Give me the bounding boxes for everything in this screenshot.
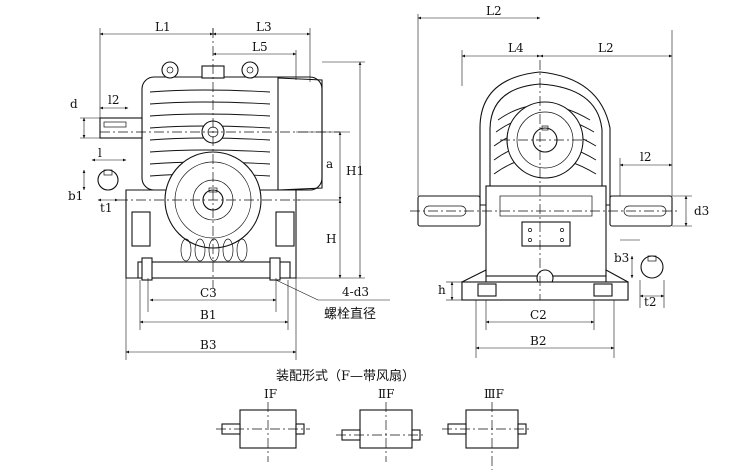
dim-d: d (70, 97, 78, 111)
dim-L3: L3 (256, 20, 272, 34)
fan-cover (277, 77, 323, 191)
base-plate (137, 261, 291, 279)
assembly-form-label-3: ⅢF (484, 387, 504, 401)
assembly-form-label-1: ⅠF (264, 387, 277, 401)
dim-L5: L5 (252, 40, 268, 54)
bolt-count-label: 4-d3 (342, 285, 369, 299)
assembly-form-3F: ⅢF (442, 387, 532, 470)
dim-b3: b3 (614, 251, 629, 265)
name-plate (521, 221, 571, 247)
dim-H: H (326, 232, 336, 246)
dim-t2: t2 (644, 295, 656, 309)
dim-l: l (98, 146, 102, 160)
assembly-title: 装配形式（F—带风扇） (276, 368, 415, 384)
dim-t1: t1 (100, 201, 112, 215)
right-boss (275, 211, 295, 247)
dim-L2: L2 (598, 41, 614, 55)
body-ribs (180, 238, 248, 262)
dim-C3: C3 (200, 286, 217, 300)
dim-L1: L1 (155, 20, 171, 34)
dim-B3: B3 (200, 338, 216, 352)
dim-H1: H1 (346, 164, 364, 178)
assembly-form-2F: ⅡF (336, 387, 426, 462)
input-shaft (99, 117, 143, 139)
dim-l2-front: l2 (108, 93, 119, 107)
assembly-form-label-2: ⅡF (378, 387, 394, 401)
lifting-eye-right (241, 61, 259, 79)
key-section-left (97, 169, 119, 191)
side-view: L2 L4 L2 l2 d3 b3 t2 h C2 B2 (410, 4, 709, 358)
dim-C2: C2 (530, 308, 547, 322)
left-boss (131, 211, 151, 247)
dim-B1: B1 (200, 308, 216, 322)
dim-b1: b1 (68, 189, 83, 203)
side-base (461, 281, 629, 301)
dim-l2-side: l2 (640, 150, 651, 164)
dim-L4: L4 (508, 41, 524, 55)
lifting-eye-left (161, 61, 179, 79)
assembly-form-1F: ⅠF (216, 387, 310, 462)
bolt-diameter-label: 螺栓直径 (324, 307, 376, 322)
front-view: L1 L3 L5 l2 d l b1 t1 a H H1 C3 B1 B3 4-… (68, 20, 390, 360)
dim-d3: d3 (694, 204, 709, 218)
dim-B2: B2 (530, 334, 546, 348)
key-section-right (640, 255, 664, 279)
foot-bolt (269, 257, 281, 281)
dim-L2-top: L2 (486, 4, 502, 18)
dim-h: h (438, 283, 446, 297)
dim-a: a (326, 157, 333, 171)
